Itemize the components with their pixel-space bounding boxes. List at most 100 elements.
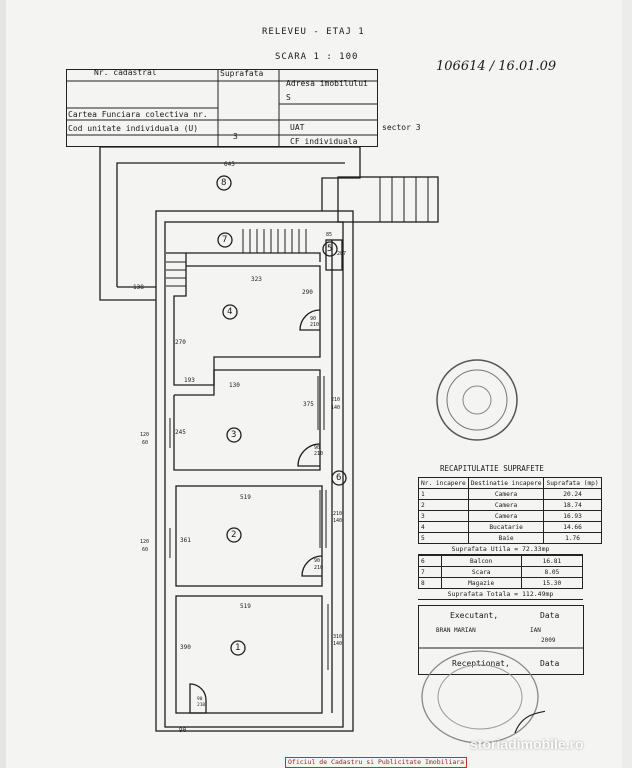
recap-col-sup: Suprafata (mp)	[543, 477, 602, 489]
recap-sup: 8.05	[520, 566, 584, 578]
plan-title: RELEVEU - ETAJ 1	[262, 27, 365, 37]
sector-label: sector 3	[382, 123, 421, 132]
room-1-number: 1	[235, 643, 241, 653]
dim-door1-height: 210	[197, 703, 206, 708]
dim-door3-height: 210	[314, 451, 324, 457]
dim-290: 290	[302, 289, 313, 296]
recap-dest: Camera	[467, 488, 545, 500]
cod-unitate-value: 3	[233, 132, 238, 141]
recap-dest: Baie	[467, 532, 545, 544]
room-4-number: 4	[227, 307, 233, 317]
dim-win2-width: 210	[333, 511, 343, 517]
plan-scale: SCARA 1 : 100	[275, 52, 359, 62]
recap-nr: 4	[418, 521, 469, 533]
recap-nr: 1	[418, 488, 469, 500]
dim-win2w-height: 60	[142, 547, 149, 553]
dim-645: 645	[224, 161, 235, 168]
dim-door1-width: 90	[197, 697, 203, 702]
suprafata-utila: Suprafata Utila = 72.33mp	[418, 544, 583, 555]
dim-138: 138	[133, 284, 144, 291]
dim-85: 85	[326, 232, 333, 238]
room-7-number: 7	[222, 235, 228, 245]
recap-table: Nr. incapere Destinatie incapere Suprafa…	[418, 477, 602, 600]
adresa-label: Adresa imobilului	[286, 79, 368, 88]
recap-sup: 14.66	[543, 521, 602, 533]
recap-col-dest: Destinatie incapere	[467, 477, 545, 489]
recap-dest: Camera	[467, 510, 545, 522]
receptionat-data-label: Data	[540, 659, 560, 668]
dim-193: 193	[184, 377, 195, 384]
recap-sup: 1.76	[543, 532, 602, 544]
cf-individuala-label: CF individuala	[290, 137, 358, 146]
dim-130: 130	[229, 382, 240, 389]
recap-nr: 5	[418, 532, 469, 544]
dim-door2-height: 210	[314, 565, 324, 571]
recap-sup: 18.74	[543, 499, 602, 511]
watermark: storiadimobile.ro	[470, 736, 584, 752]
recap-nr: 2	[418, 499, 469, 511]
recap-dest: Scara	[440, 566, 522, 578]
recap-sup: 20.24	[543, 488, 602, 500]
cartea-funciara-label: Cartea Funciara colectiva nr.	[68, 110, 208, 119]
recap-nr: 6	[418, 555, 442, 567]
receptionat-label: Receptionat,	[452, 659, 510, 668]
recap-header-row: Nr. incapere Destinatie incapere Suprafa…	[418, 477, 602, 489]
dim-win2-height: 140	[333, 518, 343, 524]
dim-win2w-width: 120	[140, 539, 150, 545]
office-stamp	[421, 650, 545, 744]
recap-sup: 15.30	[520, 577, 584, 589]
dim-door2-width: 90	[314, 558, 321, 564]
recap-sup: 16.93	[543, 510, 602, 522]
dim-375: 375	[303, 401, 314, 408]
dim-door4-height: 210	[310, 322, 320, 328]
recap-nr: 3	[418, 510, 469, 522]
executant-month: IAN	[530, 627, 541, 634]
recap-sup: 16.81	[520, 555, 584, 567]
dim-win3w-width: 120	[140, 432, 150, 438]
executant-name: BRAN MARIAN	[436, 627, 476, 634]
dim-door4-width: 90	[310, 316, 317, 322]
dim-519-room2: 519	[240, 494, 251, 501]
cod-unitate-label: Cod unitate individuala (U)	[68, 124, 199, 133]
suprafata-label: Suprafata	[220, 69, 264, 78]
executant-year: 2009	[541, 637, 556, 644]
dim-323: 323	[251, 276, 262, 283]
room-2-number: 2	[231, 530, 237, 540]
dim-270: 270	[175, 339, 186, 346]
recap-nr: 8	[418, 577, 442, 589]
room-3-number: 3	[231, 430, 237, 440]
dim-519-room1: 519	[240, 603, 251, 610]
recap-dest: Balcon	[440, 555, 522, 567]
dim-361: 361	[180, 537, 191, 544]
uat-label: UAT	[290, 123, 305, 132]
suprafata-totala: Suprafata Totala = 112.49mp	[418, 589, 583, 600]
scan-left-edge	[0, 0, 6, 768]
registration-note: 106614 / 16.01.09	[436, 59, 557, 74]
recap-dest: Bucatarie	[467, 521, 545, 533]
scan-right-edge	[622, 0, 632, 768]
dim-win1-height: 140	[333, 641, 343, 647]
nr-cadastral-label: Nr. cadastral	[94, 68, 157, 77]
dim-win1-width: 310	[333, 634, 343, 640]
signature-block-frame	[418, 605, 584, 675]
dim-390: 390	[180, 644, 191, 651]
recap-dest: Camera	[467, 499, 545, 511]
dim-win3-height: 140	[331, 405, 341, 411]
room-5-number: 5	[327, 244, 333, 254]
executant-label: Executant,	[450, 611, 499, 620]
recap-title: RECAPITULATIE SUPRAFETE	[440, 464, 544, 473]
dim-win3-width: 210	[331, 397, 341, 403]
dim-245: 245	[175, 429, 186, 436]
adresa-value: S	[286, 93, 291, 102]
recap-dest: Magazie	[440, 577, 522, 589]
office-name-banner: Oficiul de Cadastru si Publicitate Imobi…	[285, 757, 468, 768]
recap-nr: 7	[418, 566, 442, 578]
dim-door3-width: 90	[314, 445, 321, 451]
